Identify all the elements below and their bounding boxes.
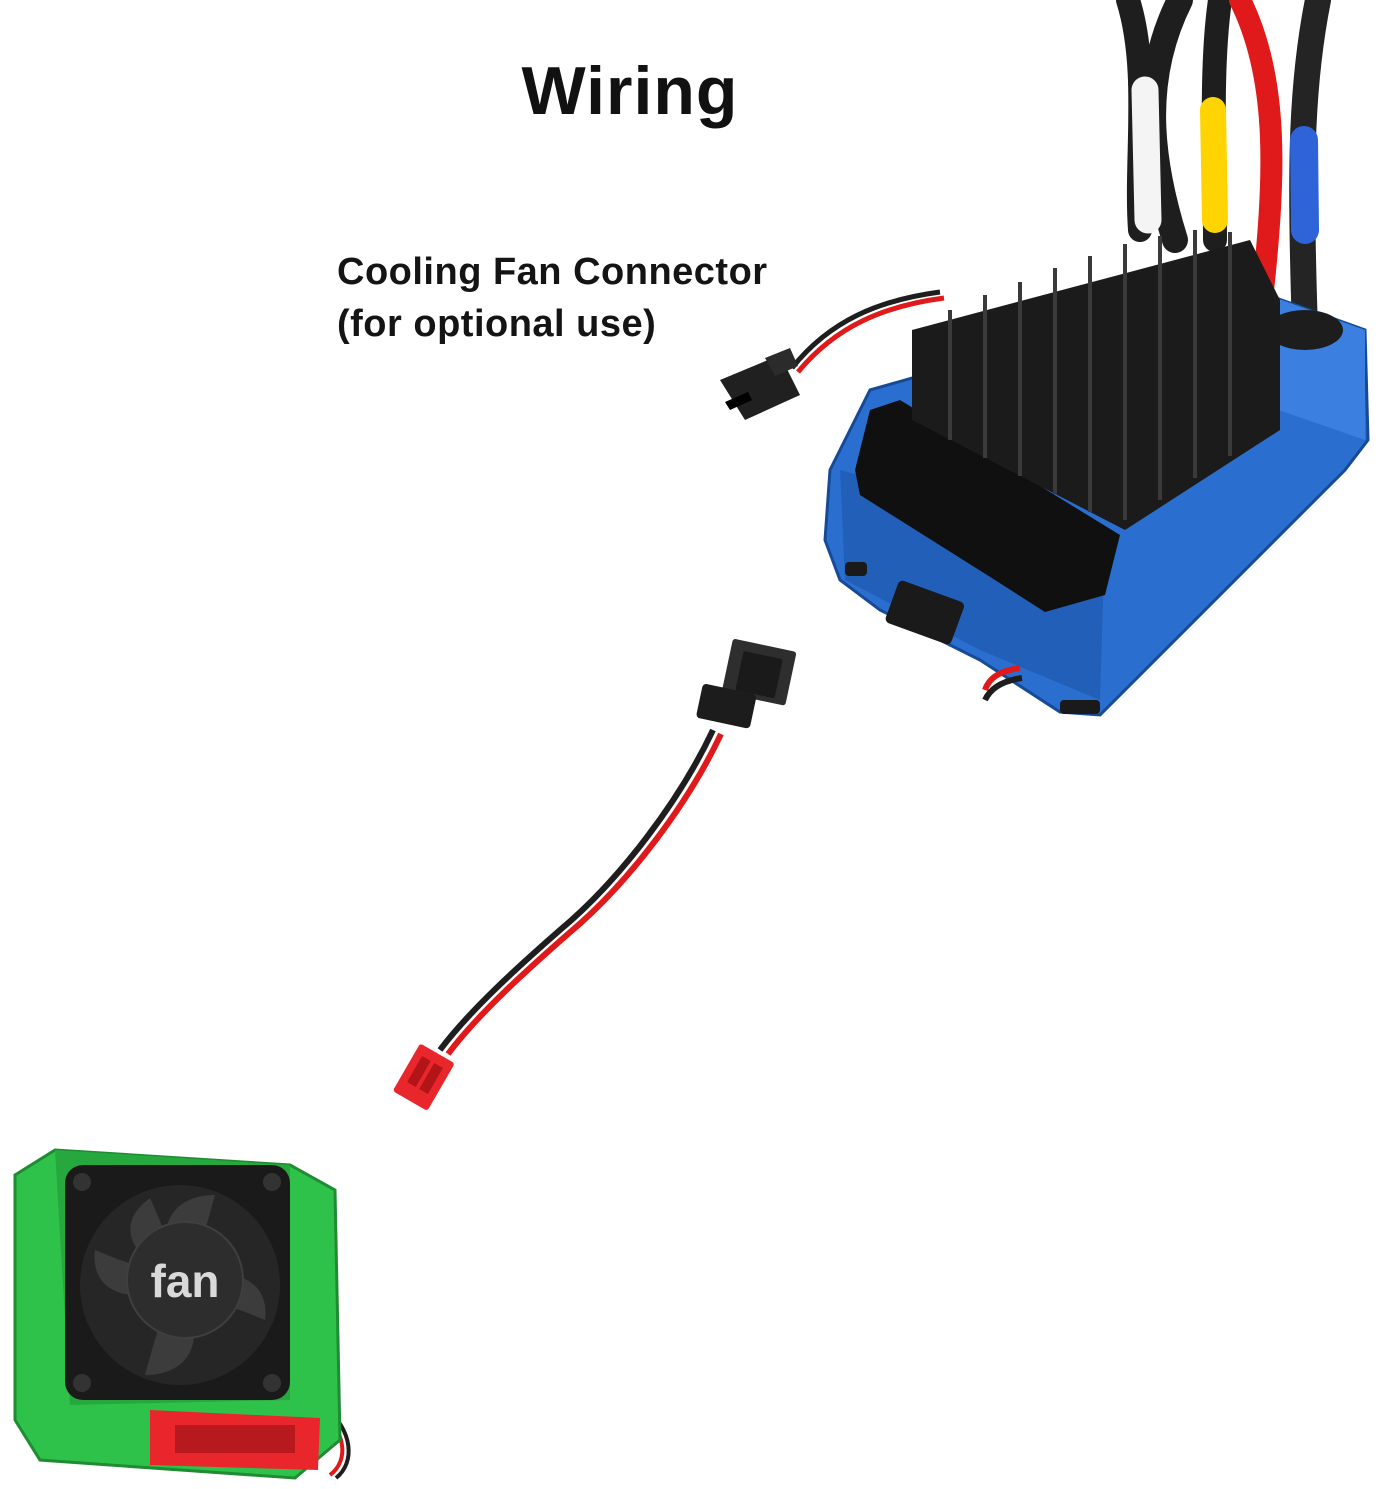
esc-fan-lead xyxy=(790,289,945,374)
connector-label-line1: Cooling Fan Connector xyxy=(337,251,768,293)
fan-hub-label: fan xyxy=(151,1255,220,1307)
heatsink-fins xyxy=(948,230,1232,520)
page-title: Wiring xyxy=(521,53,739,129)
cooling-fan-connector-label: Cooling Fan Connector (for optional use) xyxy=(337,246,768,350)
jst-connector xyxy=(393,1044,454,1110)
esc-fan-connector xyxy=(720,348,800,420)
esc-controller xyxy=(823,0,1370,717)
servo-connector xyxy=(696,639,797,729)
connector-label-line2: (for optional use) xyxy=(337,303,657,345)
esc-power-leads xyxy=(1116,0,1331,343)
cooling-fan: fan xyxy=(13,1148,351,1480)
fan-extension-lead xyxy=(393,639,797,1110)
